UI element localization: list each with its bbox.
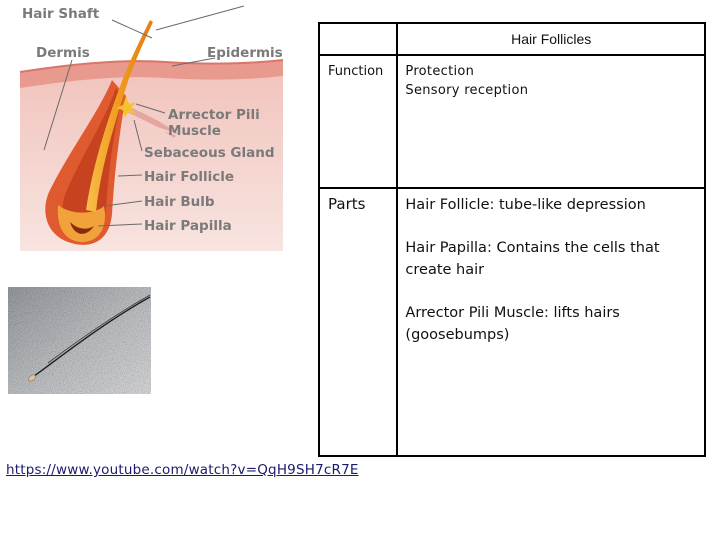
table-row-function: Function Protection Sensory reception [317,54,706,189]
epidermis-band [20,60,283,88]
function-value-protection: Protection [405,64,475,79]
parts-value-arrector-pili: Arrector Pili Muscle: lifts hairs (goose… [405,305,620,343]
youtube-video-link[interactable]: https://www.youtube.com/watch?v=QqH9SH7c… [6,462,359,478]
sebaceous-gland-shape [116,96,136,118]
function-value-sensory: Sensory reception [405,83,529,98]
table-header-row: Hair Follicles [317,22,706,56]
hair-strand [29,296,151,380]
hair-shaft-shape [86,20,153,212]
label-hair-shaft: Hair Shaft [22,6,100,22]
parts-value-hair-follicle: Hair Follicle: tube-like depression [405,197,646,213]
label-hair-follicle: Hair Follicle [144,169,234,185]
label-muscle: Muscle [168,123,221,139]
hair-bulb-shape [57,205,106,242]
parts-label: Parts [317,187,399,457]
hair-strand-photo [8,287,151,394]
function-values: Protection Sensory reception [396,54,706,189]
table-row-parts: Parts Hair Follicle: tube-like depressio… [317,187,706,457]
label-hair-papilla: Hair Papilla [144,218,232,234]
function-label: Function [317,54,399,189]
label-dermis: Dermis [36,45,90,61]
table-corner-cell [317,22,399,56]
hair-anatomy-diagram: Hair Shaft Dermis Epidermis Arrector Pil… [19,5,284,251]
label-sebaceous-gland: Sebaceous Gland [144,145,275,161]
parts-values: Hair Follicle: tube-like depression Hair… [396,187,706,457]
label-epidermis: Epidermis [207,45,283,61]
label-arrector-pili: Arrector Pili [168,107,260,123]
hair-root [28,374,36,382]
label-hair-bulb: Hair Bulb [144,194,215,210]
table-title: Hair Follicles [396,22,706,56]
parts-value-hair-papilla: Hair Papilla: Contains the cells that cr… [405,240,660,278]
hair-follicles-table: Hair Follicles Function Protection Senso… [317,22,706,457]
